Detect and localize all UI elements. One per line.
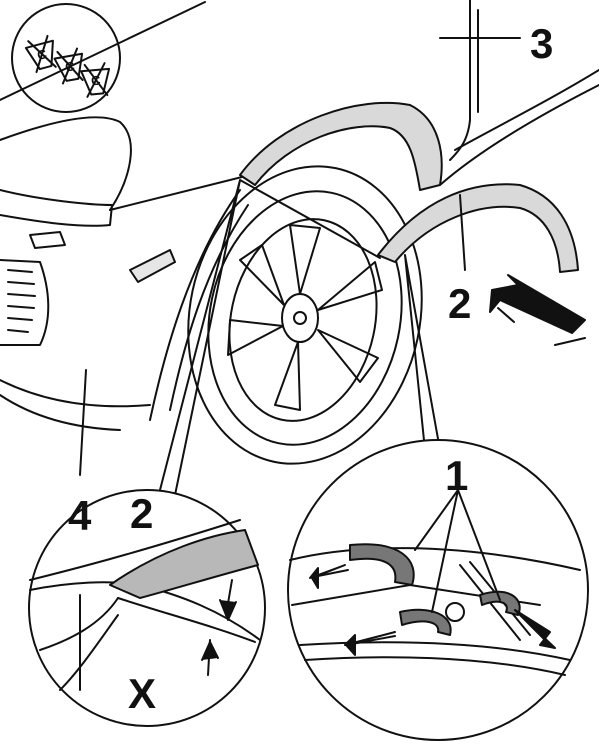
label-3: 3 (530, 20, 553, 67)
clip-middle (399, 608, 452, 636)
svg-text:C: C (35, 46, 49, 63)
callout-lines-right (404, 254, 441, 451)
bumper-lower (0, 379, 151, 431)
front-grille (0, 259, 50, 346)
label-4: 4 (68, 492, 92, 539)
wheel (187, 165, 423, 465)
label-2-upper: 2 (448, 280, 471, 327)
label-1: 1 (445, 452, 468, 499)
clip-detail-circle (287, 439, 589, 741)
label-2-detail: 2 (130, 490, 153, 537)
bonnet-line (0, 1, 206, 101)
headlight (0, 189, 113, 227)
body-upper (109, 174, 251, 211)
clip-group-icon: C C C (11, 3, 121, 113)
label-x: X (128, 670, 156, 717)
push-arrow-icon (489, 274, 586, 334)
leader-2-upper (459, 194, 466, 271)
door-panel (439, 69, 599, 186)
leader-1 (414, 489, 501, 613)
clip-upper (349, 543, 415, 586)
door-edge (449, 0, 471, 161)
fender-arch (149, 189, 241, 421)
leader-4 (79, 369, 87, 476)
clip-right (479, 590, 521, 616)
arch-moulding (239, 101, 443, 191)
callout-lines-left (159, 179, 381, 496)
svg-text:C: C (90, 73, 101, 89)
gap-detail-circle (28, 489, 266, 727)
fog-lamp (129, 249, 176, 283)
detail-moulding (109, 529, 259, 599)
bonnet-edge (0, 116, 132, 211)
moulding-piece (377, 183, 579, 273)
